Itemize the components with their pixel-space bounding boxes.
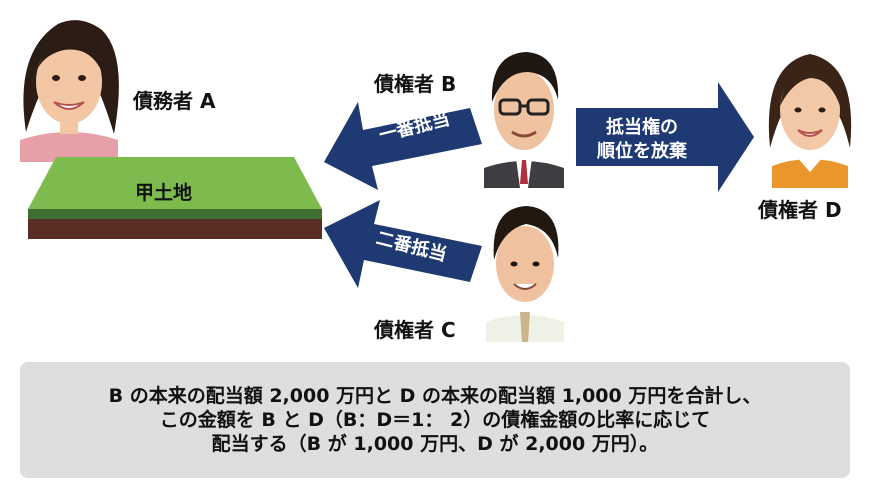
caption-box: B の本来の配当額 2,000 万円と D の本来の配当額 1,000 万円を合… xyxy=(20,362,850,478)
priority-waiver-label-line1: 抵当権の xyxy=(606,117,678,138)
person-d-portrait xyxy=(758,44,862,188)
caption-line-3: 配当する（B が 1,000 万円、D が 2,000 万円）。 xyxy=(211,433,659,455)
second-mortgage-arrow xyxy=(318,200,486,298)
caption-line-2: この金額を B と D（B：D＝1： 2）の債権金額の比率に応じて xyxy=(159,409,711,431)
caption-line-1: B の本来の配当額 2,000 万円と D の本来の配当額 1,000 万円を合… xyxy=(108,385,762,407)
land-label: 甲土地 xyxy=(135,182,193,204)
person-c-label: 債権者 C xyxy=(374,318,456,342)
person-b-portrait xyxy=(478,44,570,188)
person-b-label: 債権者 B xyxy=(374,72,457,96)
land-block xyxy=(26,157,324,241)
person-a-label: 債務者 A xyxy=(133,89,216,113)
priority-waiver-label-line2: 順位を放棄 xyxy=(597,141,687,162)
person-c-portrait xyxy=(482,200,568,342)
first-mortgage-arrow xyxy=(318,92,486,190)
priority-waiver-arrow xyxy=(576,82,756,192)
person-a-portrait xyxy=(10,12,128,162)
person-d-label: 債権者 D xyxy=(758,198,842,222)
